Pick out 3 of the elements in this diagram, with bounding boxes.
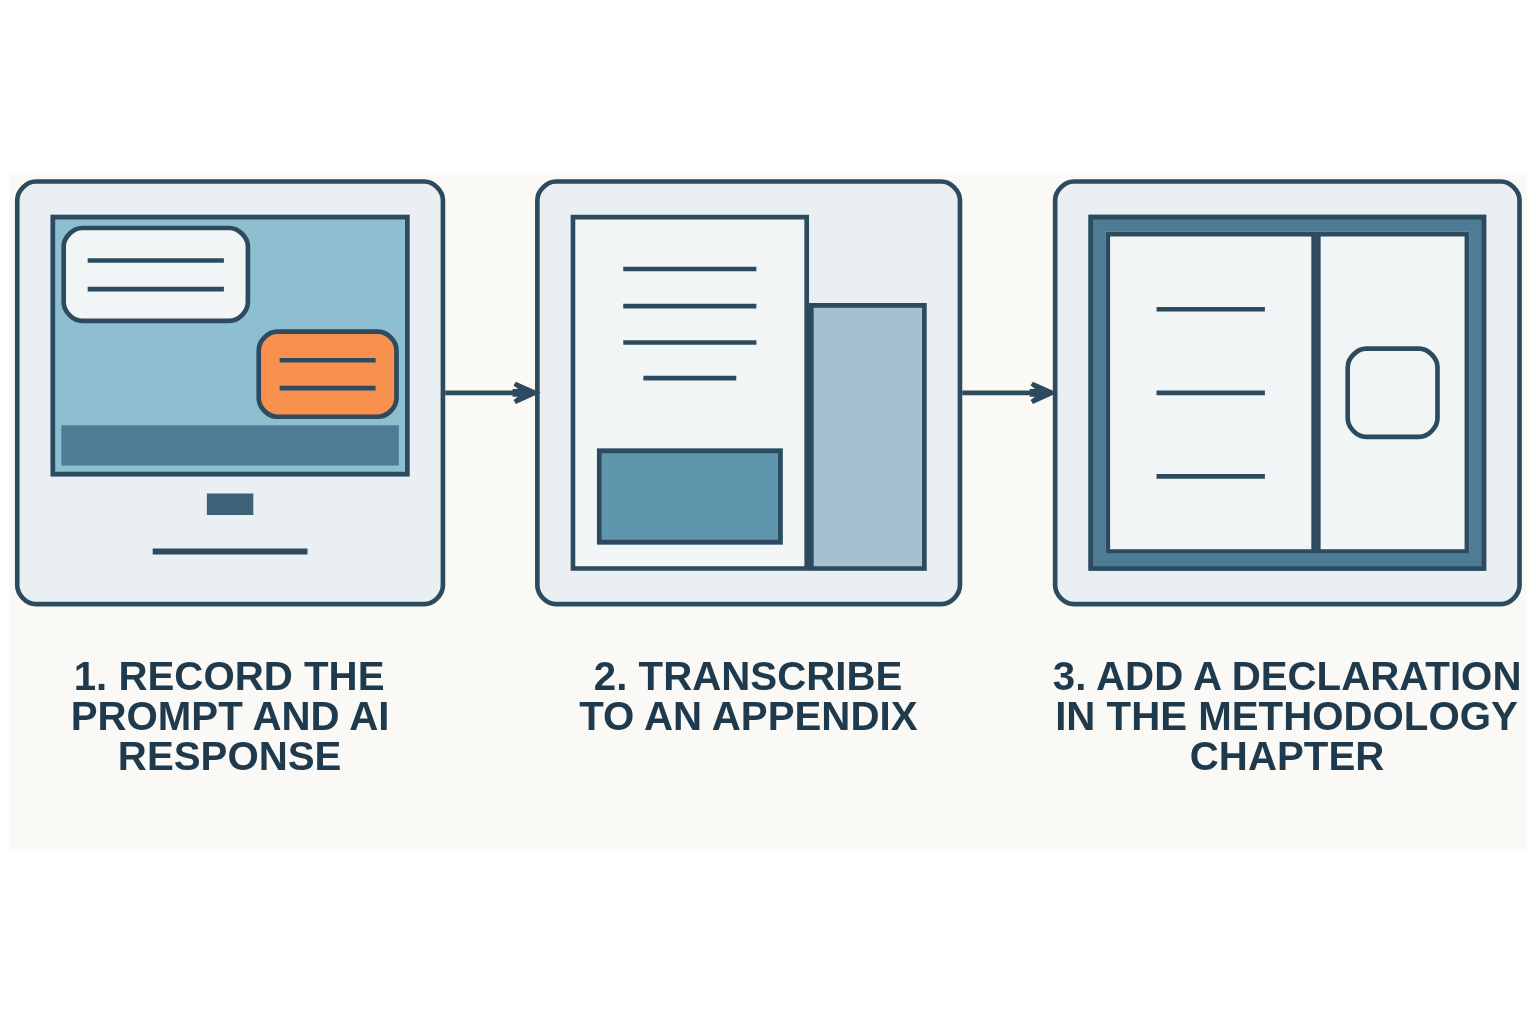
node-label: 2. TRANSCRIBE TO AN APPENDIX [579, 653, 918, 739]
node-label: 1. RECORD THE PROMPT AND AI RESPONSE [70, 653, 390, 780]
node-label: 3. ADD A DECLARATION IN THE METHODOLOGY CHAPTER [1052, 653, 1522, 780]
